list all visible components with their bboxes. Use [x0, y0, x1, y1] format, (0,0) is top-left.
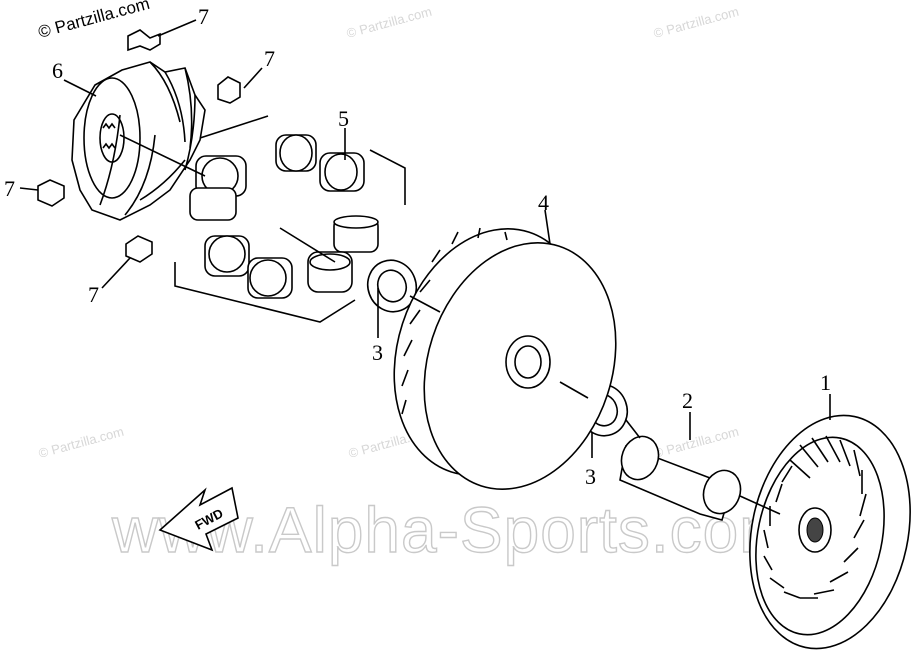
callout-7: 7 — [88, 282, 99, 307]
drive-face-collar-part — [619, 435, 742, 521]
weight-roller — [247, 257, 293, 299]
weight-roller — [275, 134, 317, 172]
weight-roller — [333, 215, 379, 253]
slider-piece-part — [37, 29, 241, 263]
callout-3: 3 — [372, 340, 383, 365]
weight-roller — [189, 187, 237, 221]
callout-2: 2 — [682, 388, 693, 413]
fixed-drive-face-part — [749, 414, 911, 650]
callout-5: 5 — [338, 106, 349, 131]
callout-7: 7 — [198, 4, 209, 29]
callout-3: 3 — [585, 464, 596, 489]
faint-watermark: © Partzilla.com — [652, 424, 741, 461]
faint-watermark: © Partzilla.com — [652, 4, 741, 41]
faint-watermark: © Partzilla.com — [37, 424, 126, 461]
weight-roller — [204, 235, 250, 277]
oil-seal-part — [366, 259, 418, 313]
weight-roller — [307, 251, 353, 293]
ramp-plate-part — [71, 61, 206, 221]
movable-drive-face-part — [393, 227, 617, 490]
weight-roller-group — [119, 115, 406, 323]
callout-4: 4 — [538, 190, 549, 215]
callout-6: 6 — [52, 58, 63, 83]
faint-watermark: © Partzilla.com — [345, 4, 434, 41]
callout-7: 7 — [264, 46, 275, 71]
weight-roller — [319, 152, 365, 192]
callout-1: 1 — [820, 370, 831, 395]
weight-roller — [195, 155, 247, 197]
callout-7: 7 — [4, 176, 15, 201]
